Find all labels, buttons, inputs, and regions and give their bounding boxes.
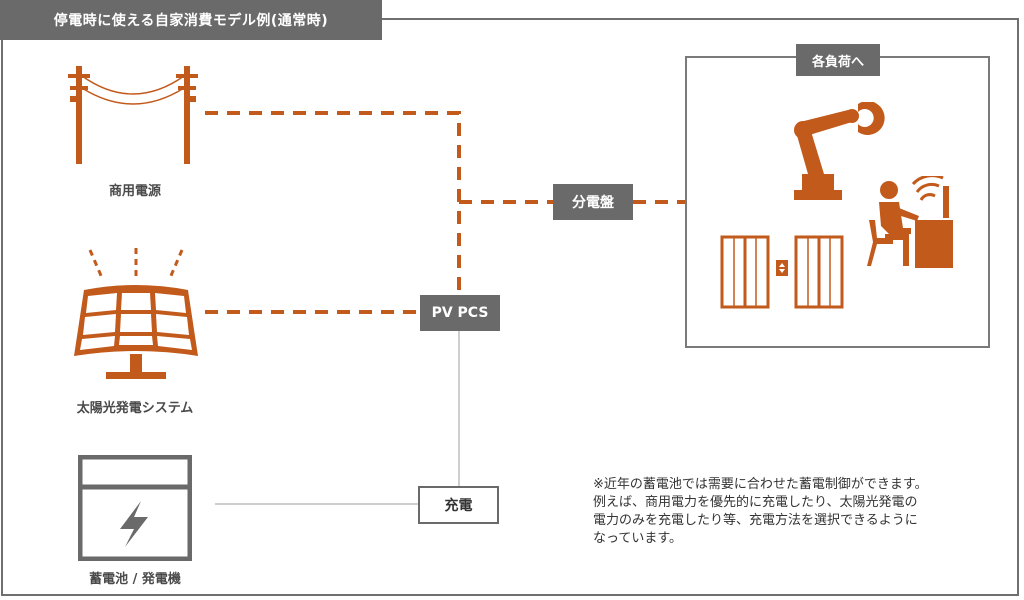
charge-box: 充電	[418, 486, 499, 524]
pv-pcs-box: PV PCS	[420, 295, 500, 331]
utility-pole-icon	[68, 66, 198, 164]
battery-label: 蓄電池 / 発電機	[89, 572, 181, 587]
diagram-title: 停電時に使える自家消費モデル例(通常時)	[0, 0, 382, 40]
solar-panel-icon	[74, 248, 198, 379]
note-text: ※近年の蓄電池では需要に合わせた蓄電制御ができます。 例えば、商用電力を優先的に…	[593, 477, 928, 546]
grid-label: 商用電源	[108, 184, 162, 199]
loads-title: 各負荷へ	[796, 44, 880, 76]
elevator-icon	[720, 235, 844, 309]
battery-icon	[78, 455, 192, 561]
solar-label: 太陽光発電システム	[76, 401, 194, 416]
grid-line	[205, 111, 461, 300]
robot-arm-icon	[794, 102, 885, 200]
office-worker-icon	[867, 176, 953, 268]
distribution-panel-box: 分電盤	[553, 184, 633, 220]
diagram-frame	[1, 18, 1019, 596]
